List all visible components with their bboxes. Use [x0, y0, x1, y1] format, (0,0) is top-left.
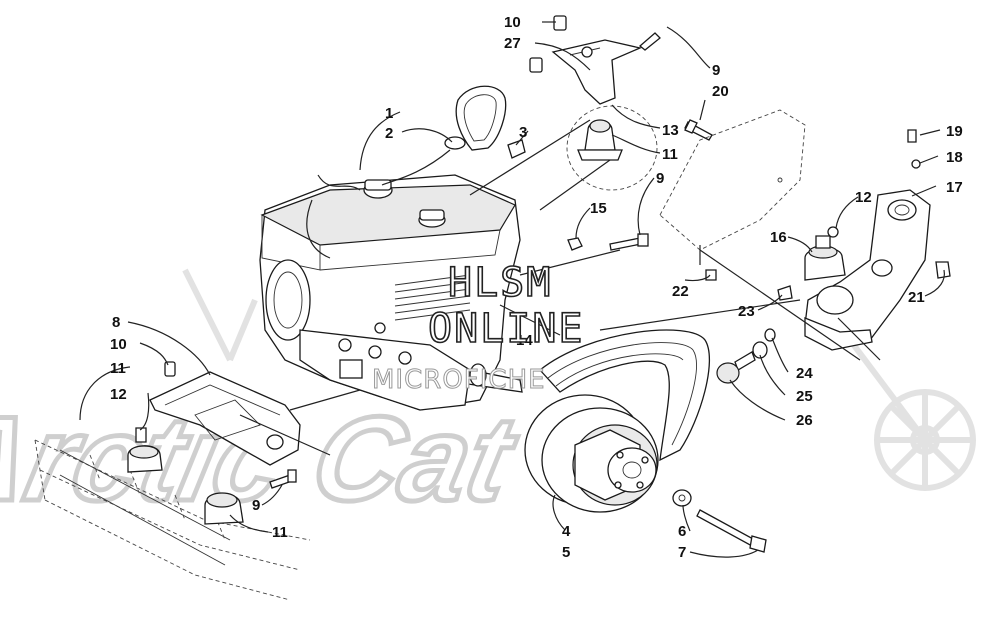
callout-11-bottom: 11: [272, 524, 288, 541]
callout-11-left: 11: [110, 360, 126, 377]
callout-3: 3: [519, 124, 527, 141]
callout-14: 14: [516, 332, 533, 349]
callout-16: 16: [770, 229, 787, 246]
nut: [705, 269, 717, 281]
bolt: [269, 469, 297, 489]
callout-1: 1: [385, 105, 393, 122]
watermark: HLSM ONLINE MICROFICHE: [372, 259, 585, 395]
callout-9-top: 9: [712, 62, 720, 79]
callout-11-top: 11: [662, 146, 678, 163]
callout-10-top: 10: [504, 14, 521, 31]
watermark-line-2: ONLINE: [428, 306, 585, 352]
callout-13: 13: [662, 122, 679, 139]
callout-12-left: 12: [110, 386, 127, 403]
callout-15: 15: [590, 200, 607, 217]
callout-4: 4: [562, 523, 571, 540]
engine-mount: [804, 226, 846, 281]
callout-20: 20: [712, 83, 729, 100]
frame-rail: [34, 439, 311, 601]
callout-2: 2: [385, 125, 393, 142]
engine-mount: [127, 427, 163, 473]
mounting-plate-outline: [659, 109, 806, 265]
upper-engine-bracket: [529, 15, 661, 191]
watermark-line-3: MICROFICHE: [372, 365, 546, 395]
callout-12-right: 12: [855, 189, 872, 206]
washer: [672, 489, 692, 507]
callout-9-bottom: 9: [252, 497, 260, 514]
clip: [507, 139, 526, 159]
clutch-bolt-stack: [716, 328, 776, 384]
leader-lines: [79, 21, 945, 558]
callout-27: 27: [504, 35, 521, 52]
callout-25: 25: [796, 388, 813, 405]
callout-24: 24: [796, 365, 813, 382]
callout-6: 6: [678, 523, 686, 540]
callout-8: 8: [112, 314, 120, 331]
callout-18: 18: [946, 149, 963, 166]
callout-22: 22: [672, 283, 689, 300]
callout-19: 19: [946, 123, 963, 140]
callout-21: 21: [908, 289, 925, 306]
engine-assembly: [259, 174, 523, 411]
callouts: 10 27 9 20 1 2 3 13 11 19 18 17 9 15 12 …: [110, 14, 963, 561]
clutch-bolt: [696, 509, 767, 553]
watermark-line-1: HLSM: [448, 260, 552, 306]
nut: [567, 237, 583, 251]
callout-10-left: 10: [110, 336, 127, 353]
bolt: [609, 233, 649, 251]
rear-engine-bracket: [804, 129, 951, 351]
callout-17: 17: [946, 179, 963, 196]
callout-7: 7: [678, 544, 686, 561]
drive-belt: [539, 329, 711, 462]
callout-9-middle: 9: [656, 170, 664, 187]
callout-5: 5: [562, 544, 570, 561]
callout-23: 23: [738, 303, 755, 320]
engine-mount: [204, 492, 244, 525]
front-engine-plate: [149, 361, 301, 466]
callout-26: 26: [796, 412, 813, 429]
bolt: [684, 119, 713, 141]
drive-clutch: [524, 394, 659, 513]
